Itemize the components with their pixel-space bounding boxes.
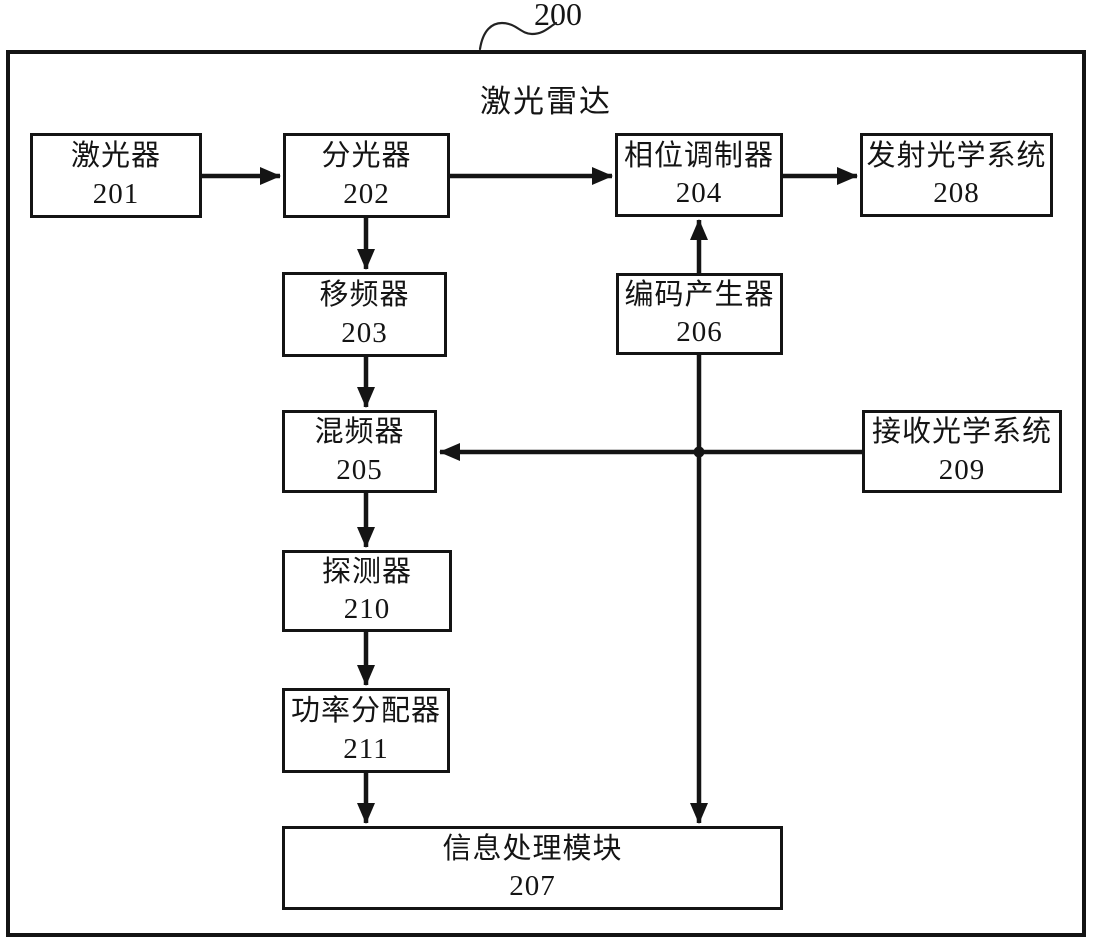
node-mixer-205: 混频器 205 [282,410,437,493]
node-number: 210 [343,593,391,625]
node-label: 相位调制器 [623,139,774,172]
node-label: 功率分配器 [290,695,441,728]
diagram-title: 激光雷达 [480,84,612,119]
node-number: 205 [336,453,383,486]
node-label: 发射光学系统 [866,139,1047,172]
figure-reference-number: 200 [534,0,582,32]
node-number: 204 [675,177,723,209]
node-number: 202 [343,177,390,210]
node-receive-optics-209: 接收光学系统 209 [862,410,1062,493]
node-label: 分光器 [321,140,412,173]
node-number: 211 [343,732,389,765]
outer-system-frame [6,50,1086,937]
node-label: 接收光学系统 [871,416,1052,449]
node-number: 203 [341,316,388,349]
node-beam-splitter-202: 分光器 202 [283,133,450,218]
node-label: 移频器 [319,279,410,312]
node-label: 混频器 [314,416,405,449]
node-detector-210: 探测器 210 [282,550,452,632]
node-label: 信息处理模块 [442,832,623,865]
node-code-generator-206: 编码产生器 206 [616,273,783,355]
node-label: 编码产生器 [624,278,775,311]
node-power-divider-211: 功率分配器 211 [282,688,450,773]
node-transmit-optics-208: 发射光学系统 208 [860,133,1053,217]
node-phase-modulator-204: 相位调制器 204 [615,133,783,217]
node-label: 激光器 [70,140,161,173]
node-number: 209 [938,453,986,486]
node-number: 208 [933,177,980,209]
node-frequency-shifter-203: 移频器 203 [282,272,447,357]
node-info-processing-module-207: 信息处理模块 207 [282,826,783,910]
node-laser-201: 激光器 201 [30,133,202,218]
node-number: 207 [509,870,556,902]
node-number: 206 [676,316,723,348]
node-number: 201 [92,177,140,210]
node-label: 探测器 [321,555,412,588]
